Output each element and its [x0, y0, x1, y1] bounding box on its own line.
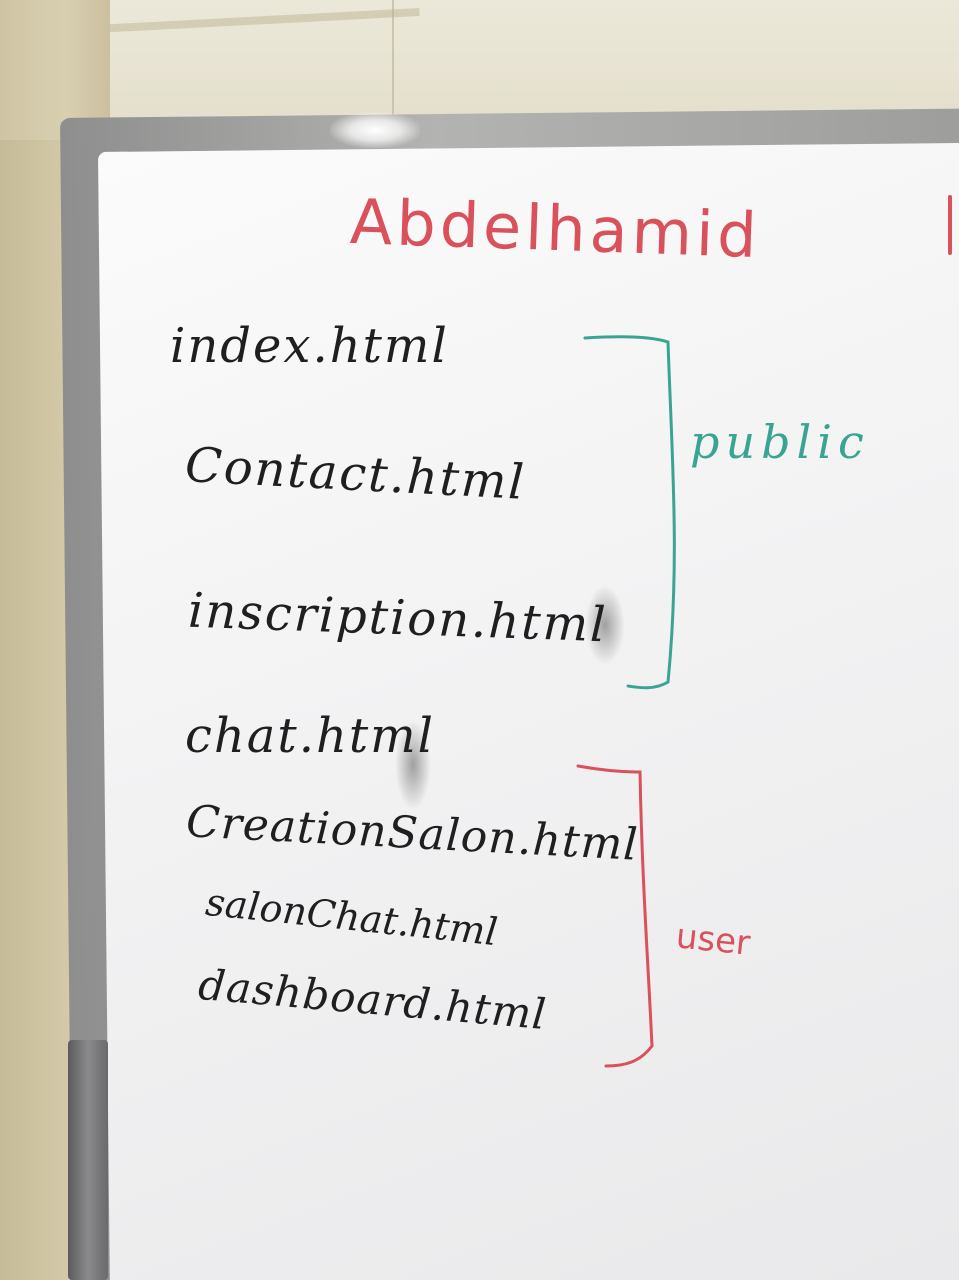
file-chat: chat.html: [185, 708, 436, 764]
group-label-user: user: [674, 916, 753, 964]
board-title: Abdelhamid: [348, 184, 762, 273]
red-mark-edge: [948, 195, 952, 255]
smudge: [395, 720, 431, 810]
file-index: index.html: [170, 318, 449, 374]
whiteboard-tray: [68, 1040, 108, 1280]
door-panel: [0, 140, 72, 1280]
light-glare: [330, 112, 420, 148]
wall-top: [0, 0, 959, 125]
wall-seam: [392, 0, 394, 125]
group-label-public: public: [690, 415, 870, 469]
